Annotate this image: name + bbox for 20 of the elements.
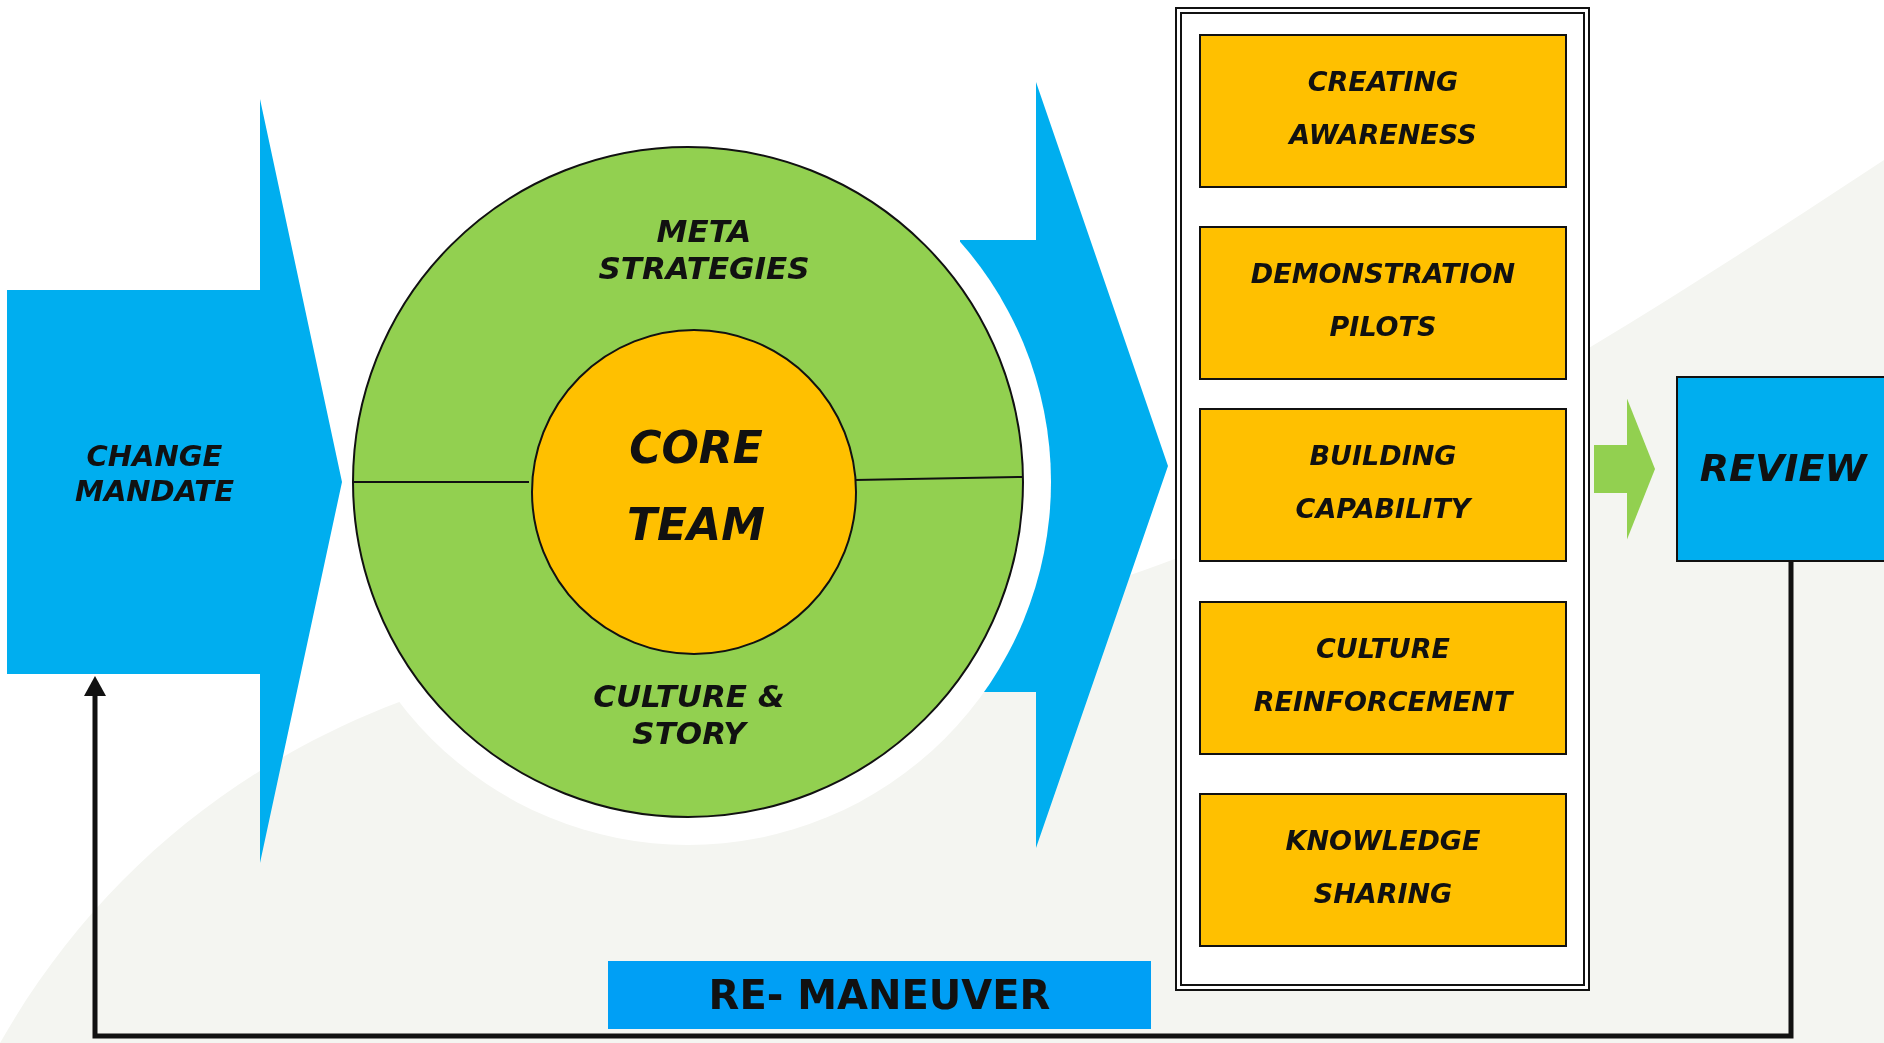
block-arrow <box>1594 398 1655 540</box>
edge-label: RE- MANEUVER <box>608 961 1151 1029</box>
process-box <box>1199 793 1567 947</box>
process-box <box>1199 226 1567 380</box>
process-box <box>1676 376 1884 562</box>
process-box <box>1199 601 1567 755</box>
box-label: REVIEW <box>1698 446 1869 492</box>
box-label: KNOWLEDGE SHARING <box>1284 824 1482 911</box>
box-label: DEMONSTRATION PILOTS <box>1249 257 1517 344</box>
box-label: CREATING AWARENESS <box>1286 65 1478 152</box>
circle-label: CULTURE & STORY <box>592 678 786 753</box>
arrow-label: CHANGE MANDATE <box>74 439 235 509</box>
circle-label: META STRATEGIES <box>597 213 811 288</box>
process-box <box>1199 408 1567 562</box>
list-frame <box>1175 7 1590 991</box>
circle-label: CORE TEAM <box>626 421 766 552</box>
box-label: CULTURE REINFORCEMENT <box>1252 632 1515 719</box>
feedback-arrow <box>84 562 1794 1039</box>
box-label: BUILDING CAPABILITY <box>1294 439 1474 526</box>
process-box <box>1199 34 1567 188</box>
